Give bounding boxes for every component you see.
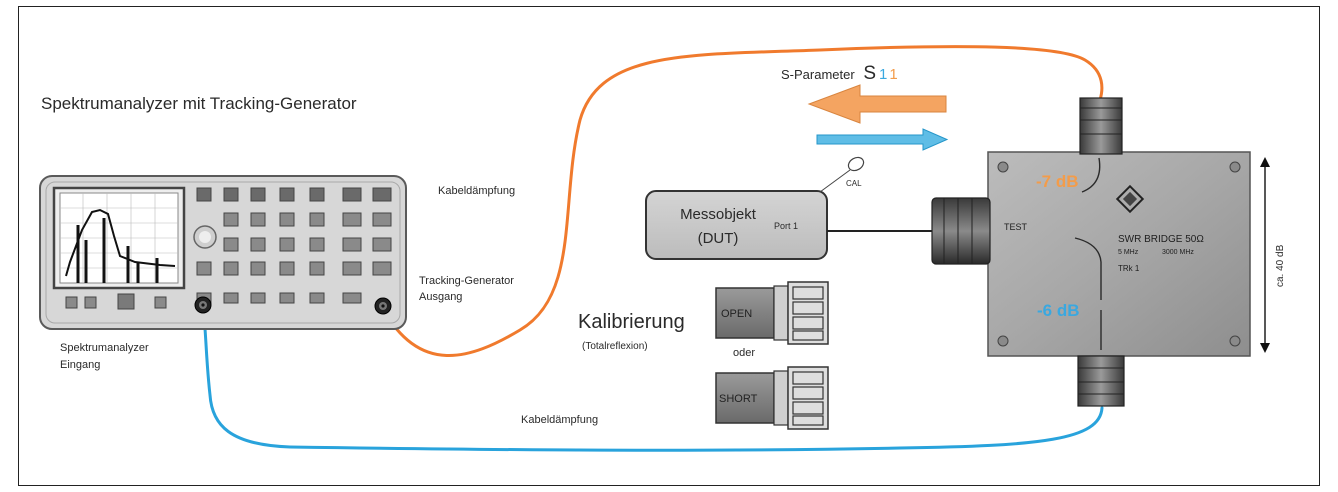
analyzer-button <box>372 187 392 202</box>
analyzer-button <box>309 212 325 227</box>
analyzer-button <box>372 212 392 227</box>
open-standard <box>715 281 829 345</box>
analyzer-button <box>250 187 266 202</box>
analyzer-button <box>223 237 239 252</box>
dut-port-label: Port 1 <box>774 221 799 231</box>
analyzer-button <box>250 292 266 304</box>
analyzer-button <box>342 212 362 227</box>
spectrum-analyzer <box>39 175 407 330</box>
analyzer-button <box>250 237 266 252</box>
analyzer-input-label: Spektrumanalyzer Eingang <box>60 340 149 374</box>
directivity-arrow <box>1260 157 1270 353</box>
analyzer-button <box>223 212 239 227</box>
analyzer-button <box>309 187 325 202</box>
short-standard <box>715 366 829 430</box>
analyzer-button <box>342 261 362 276</box>
cable-loss-bottom-label: Kabeldämpfung <box>521 414 599 426</box>
dut-abbreviation: (DUT) <box>697 230 739 247</box>
analyzer-button <box>342 237 362 252</box>
cable-loss-top-label: Kabeldämpfung <box>438 185 516 197</box>
calibration-or: oder <box>733 347 756 359</box>
bridge-attenuation-bottom: -6 dB <box>1037 301 1080 320</box>
bridge-test-label: TEST <box>1004 222 1028 232</box>
calibration-subtitle: (Totalreflexion) <box>582 341 648 352</box>
analyzer-button <box>223 261 239 276</box>
directivity-label: ca. 40 dB <box>1275 244 1286 287</box>
analyzer-button <box>372 261 392 276</box>
analyzer-button <box>279 237 295 252</box>
analyzer-button <box>223 292 239 304</box>
tg-output-line2: Ausgang <box>419 291 463 303</box>
tg-output-line1: Tracking-Generator <box>419 275 514 287</box>
bridge-model: TRk 1 <box>1118 264 1140 273</box>
analyzer-button <box>250 261 266 276</box>
analyzer-button <box>309 261 325 276</box>
analyzer-button <box>279 261 295 276</box>
analyzer-button <box>342 292 362 304</box>
analyzer-button <box>279 212 295 227</box>
analyzer-input-line1: Spektrumanalyzer <box>60 342 149 354</box>
dut-box <box>645 190 828 260</box>
bridge-range-high: 3000 MHz <box>1162 249 1194 256</box>
incident-arrow <box>816 128 949 151</box>
analyzer-button <box>372 237 392 252</box>
dut-name: Messobjekt <box>680 206 756 223</box>
s-parameter-index-2: 1 <box>889 66 898 83</box>
s-parameter-index-1: 1 <box>879 66 888 83</box>
analyzer-input-line2: Eingang <box>60 359 101 371</box>
analyzer-button <box>309 237 325 252</box>
analyzer-button <box>279 292 295 304</box>
bridge-name: SWR BRIDGE 50Ω <box>1118 234 1204 245</box>
analyzer-button <box>309 292 325 304</box>
diagram-frame <box>18 6 1320 486</box>
analyzer-button <box>223 187 239 202</box>
diagram-title: Spektrumanalyzer mit Tracking-Generator <box>41 94 357 113</box>
bridge-range-low: 5 MHz <box>1118 249 1139 256</box>
cal-label: CAL <box>846 179 862 188</box>
analyzer-button <box>196 261 212 276</box>
analyzer-button <box>250 212 266 227</box>
s-parameter-prefix: S-Parameter <box>781 67 855 82</box>
analyzer-button <box>196 187 212 202</box>
analyzer-button <box>342 187 362 202</box>
swr-bridge <box>931 97 1251 407</box>
open-label: OPEN <box>721 308 753 320</box>
reflected-arrow <box>807 84 947 124</box>
blue-cable <box>201 304 1104 452</box>
short-label: SHORT <box>719 393 758 405</box>
bridge-attenuation-top: -7 dB <box>1036 172 1079 191</box>
tg-output-label: Tracking-Generator Ausgang <box>419 273 514 305</box>
analyzer-button <box>279 187 295 202</box>
s-parameter-symbol: S <box>863 63 877 84</box>
calibration-title: Kalibrierung <box>578 311 685 333</box>
orange-cable <box>381 45 1104 357</box>
